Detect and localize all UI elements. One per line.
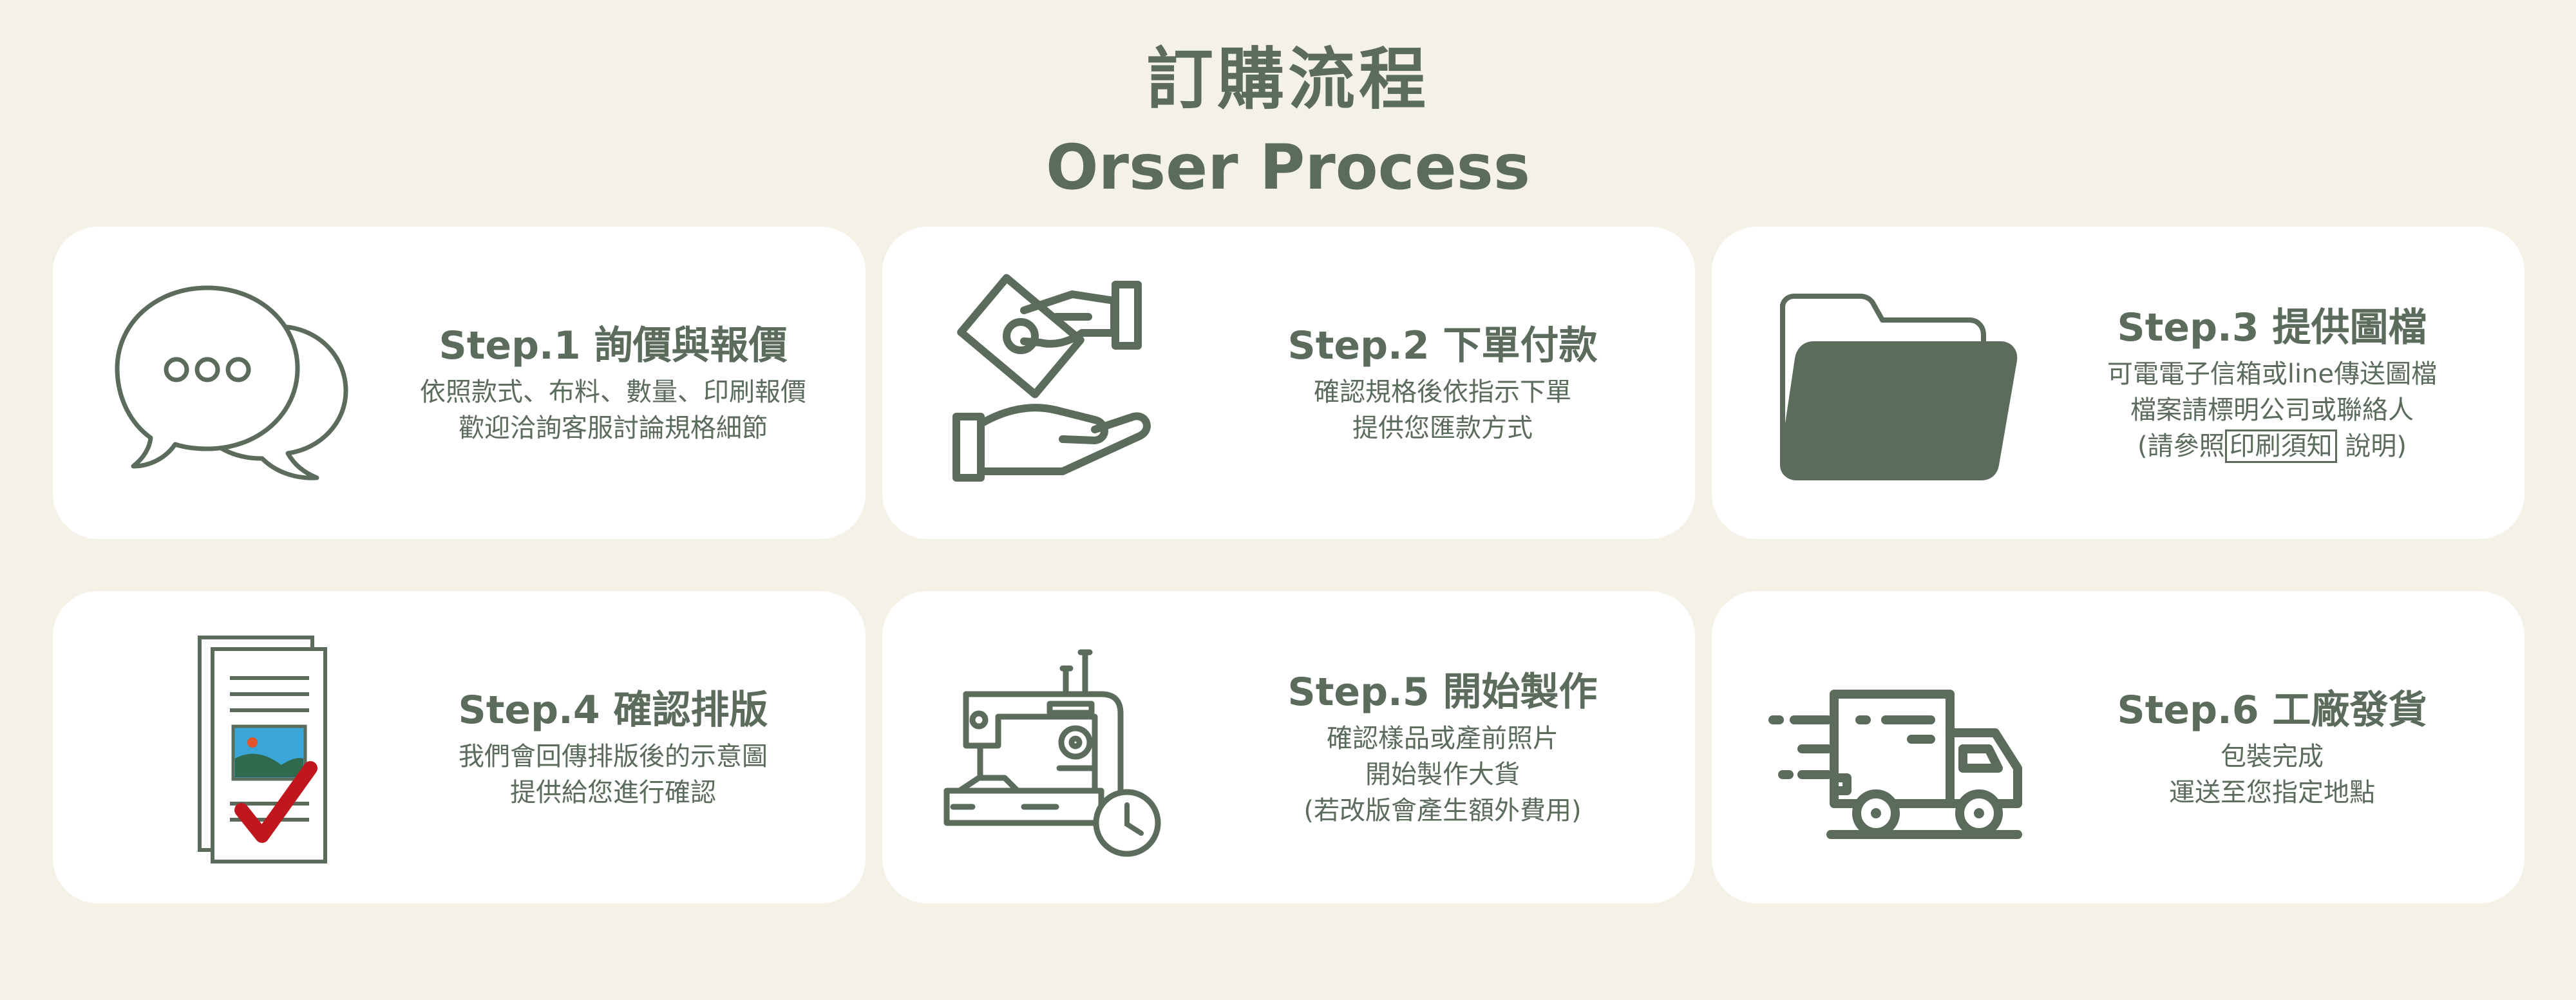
step-card-5: Step.5 開始製作 確認樣品或產前照片 開始製作大貨 (若改版會產生額外費用… [882, 591, 1695, 903]
step-description: 檔案請標明公司或聯絡人 [2130, 395, 2414, 425]
step-description: (若改版會產生額外費用) [1303, 795, 1582, 825]
step-description: 我們會回傳排版後的示意圖 [459, 741, 768, 771]
print-notice-link: 印刷須知 [2224, 429, 2337, 463]
step-card-3: Step.3 提供圖檔 可電電子信箱或line傳送圖檔 檔案請標明公司或聯絡人 … [1712, 227, 2524, 539]
step-description: 確認規格後依指示下單 [1314, 377, 1571, 407]
step-card-6: Step.6 工廠發貨 包裝完成 運送至您指定地點 [1712, 591, 2524, 903]
step-title: Step.4 確認排版 [458, 687, 768, 733]
step-description: 包裝完成 [2221, 741, 2324, 771]
page-subtitle: Orser Process [1046, 131, 1530, 203]
step-title: Step.1 詢價與報價 [439, 323, 788, 368]
step-description: 提供您匯款方式 [1352, 413, 1533, 443]
sewing-machine-icon [934, 630, 1204, 865]
step-description: 提供給您進行確認 [510, 777, 716, 807]
step-description: 確認樣品或產前照片 [1327, 723, 1558, 753]
page-title: 訂購流程 [1146, 40, 1430, 118]
step-card-2: Step.2 下單付款 確認規格後依指示下單 提供您匯款方式 [882, 227, 1695, 539]
step-title: Step.3 提供圖檔 [2117, 305, 2427, 350]
chat-bubbles-icon [104, 265, 375, 500]
step-description: 開始製作大貨 [1365, 759, 1520, 789]
step-card-1: Step.1 詢價與報價 依照款式、布料、數量、印刷報價 歡迎洽詢客服討論規格細… [53, 227, 866, 539]
step-description: 運送至您指定地點 [2169, 777, 2375, 807]
document-check-icon [104, 630, 375, 865]
step-title: Step.6 工廠發貨 [2117, 687, 2427, 733]
step-description: 歡迎洽詢客服討論規格細節 [459, 413, 768, 443]
step-card-4: Step.4 確認排版 我們會回傳排版後的示意圖 提供給您進行確認 [53, 591, 866, 903]
step-description: 可電電子信箱或line傳送圖檔 [2107, 359, 2438, 389]
delivery-truck-icon [1763, 630, 2034, 865]
step-description: (請參照印刷須知 說明) [2137, 428, 2407, 464]
step-description: 依照款式、布料、數量、印刷報價 [420, 377, 806, 407]
step-title: Step.5 開始製作 [1287, 669, 1598, 715]
payment-hands-icon [934, 265, 1204, 500]
folder-icon [1763, 265, 2034, 500]
step-title: Step.2 下單付款 [1287, 323, 1598, 368]
